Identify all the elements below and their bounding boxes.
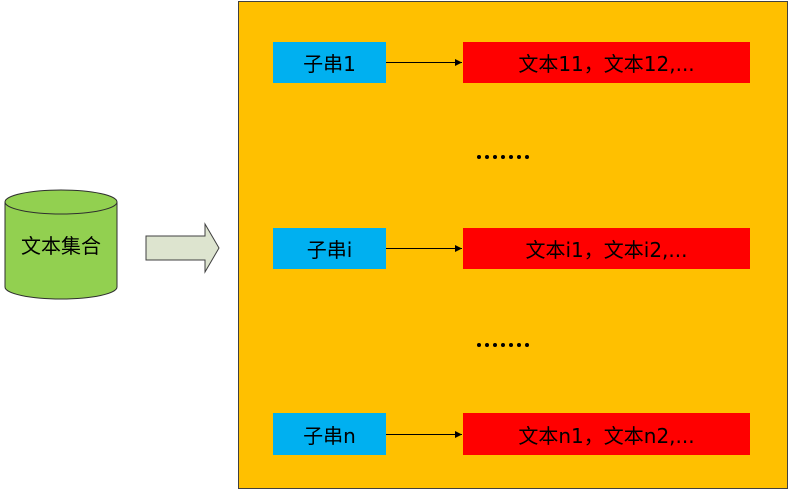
- ellipsis-dot: [525, 343, 529, 347]
- substring-box-n: [273, 413, 386, 455]
- ellipsis-dot: [493, 155, 497, 159]
- source-cylinder: [4, 189, 118, 300]
- cylinder-body: [4, 201, 118, 300]
- ellipsis-dot: [477, 343, 481, 347]
- text-list-box-i: [463, 228, 750, 269]
- ellipsis-dot: [517, 155, 521, 159]
- ellipsis-upper: [477, 155, 529, 159]
- substring-box-i: [273, 228, 386, 269]
- cylinder-top: [4, 189, 118, 215]
- ellipsis-dot: [509, 155, 513, 159]
- ellipsis-dot: [485, 155, 489, 159]
- ellipsis-dot: [493, 343, 497, 347]
- transform-arrow: [145, 222, 220, 274]
- ellipsis-dot: [509, 343, 513, 347]
- ellipsis-dot: [477, 155, 481, 159]
- text-list-box-1: [463, 42, 750, 83]
- text-list-box-n: [463, 413, 750, 455]
- ellipsis-lower: [477, 343, 529, 347]
- ellipsis-dot: [525, 155, 529, 159]
- ellipsis-dot: [501, 343, 505, 347]
- ellipsis-dot: [485, 343, 489, 347]
- ellipsis-dot: [501, 155, 505, 159]
- substring-box-1: [273, 42, 386, 83]
- ellipsis-dot: [517, 343, 521, 347]
